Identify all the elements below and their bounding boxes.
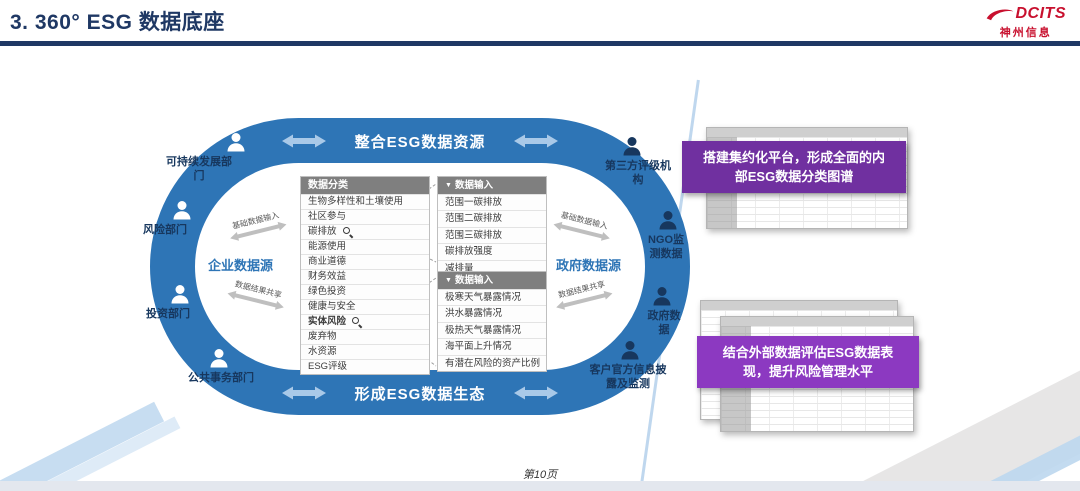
callout-internal-platform: 搭建集约化平台，形成全面的内部ESG数据分类图谱 bbox=[682, 141, 906, 193]
ring-bottom-label: 形成ESG数据生态 bbox=[354, 386, 486, 403]
callout-external-data: 结合外部数据评估ESG数据表现，提升风险管理水平 bbox=[697, 336, 919, 388]
triangle-marker-icon: ▼ bbox=[445, 277, 452, 284]
flow-result-sharing-right: 数据结果共享 bbox=[546, 276, 619, 314]
stakeholder-label-risk-dept: 风险部门 bbox=[143, 224, 187, 236]
gray-double-arrow-icon bbox=[230, 221, 287, 241]
classification-table: 数据分类 生物多样性和土壤使用 社区参与 碳排放 能源使用 商业道德 财务效益 … bbox=[300, 176, 430, 375]
gray-double-arrow-icon bbox=[227, 290, 284, 310]
flow-basic-data-input-right: 基础数据输入 bbox=[546, 207, 619, 245]
classification-row: 废弃物 bbox=[301, 329, 429, 344]
person-icon bbox=[621, 341, 639, 360]
person-icon bbox=[171, 285, 189, 304]
bottom-strip bbox=[0, 481, 1080, 491]
stakeholder-label-rating-agency: 第三方评级机构 bbox=[605, 160, 671, 186]
person-icon bbox=[227, 133, 245, 152]
double-arrow-icon bbox=[282, 134, 326, 148]
ring-top-caption: 整合ESG数据资源 bbox=[150, 131, 690, 151]
classification-row: 财务效益 bbox=[301, 269, 429, 284]
person-icon bbox=[173, 201, 191, 220]
classification-row: 能源使用 bbox=[301, 239, 429, 254]
government-data-source-label: 政府数据源 bbox=[556, 258, 622, 273]
enterprise-data-source-label: 企业数据源 bbox=[208, 258, 274, 273]
stakeholder-label-investment-dept: 投资部门 bbox=[146, 308, 190, 320]
logo-swoosh-icon bbox=[986, 8, 1013, 20]
stakeholder-label-sustainability-dept: 可持续发展部门 bbox=[166, 156, 232, 182]
data-input-row: 范围一碳排放 bbox=[438, 194, 546, 211]
triangle-marker-icon: ▼ bbox=[445, 182, 452, 189]
data-input-row: 碳排放强度 bbox=[438, 243, 546, 260]
logo-brand-text: DCITS bbox=[1015, 5, 1066, 22]
gray-double-arrow-icon bbox=[553, 221, 610, 241]
ring-bottom-caption: 形成ESG数据生态 bbox=[150, 383, 690, 403]
data-input-row: 有潜在风险的资产比例 bbox=[438, 354, 546, 371]
flow-basic-data-input-left: 基础数据输入 bbox=[220, 207, 293, 245]
person-icon bbox=[623, 137, 641, 156]
flow-result-sharing-left: 数据结果共享 bbox=[220, 276, 293, 314]
classification-row: 商业道德 bbox=[301, 254, 429, 269]
classification-row: ESG评级 bbox=[301, 359, 429, 374]
data-input-row: 海平面上升情况 bbox=[438, 338, 546, 355]
classification-row: 实体风险 bbox=[301, 314, 429, 329]
data-input-row: 范围二碳排放 bbox=[438, 210, 546, 227]
person-icon bbox=[210, 349, 228, 368]
stakeholder-label-customer-disclosure: 客户官方信息披露及监测 bbox=[589, 364, 667, 390]
stakeholder-label-government-data: 政府数据 bbox=[647, 310, 681, 336]
double-arrow-icon bbox=[514, 386, 558, 400]
classification-row: 生物多样性和土壤使用 bbox=[301, 194, 429, 209]
data-input-table-2: ▼数据输入 极寒天气暴露情况 洪水暴露情况 极热天气暴露情况 海平面上升情况 有… bbox=[437, 271, 547, 372]
gray-double-arrow-icon bbox=[556, 290, 613, 310]
classification-row: 水资源 bbox=[301, 344, 429, 359]
data-input-row: 范围三碳排放 bbox=[438, 226, 546, 244]
data-input-row: 洪水暴露情况 bbox=[438, 305, 546, 322]
classification-table-header: 数据分类 bbox=[301, 177, 429, 194]
data-input-row: 极热天气暴露情况 bbox=[438, 321, 546, 339]
person-icon bbox=[653, 287, 671, 306]
magnifier-icon bbox=[352, 316, 363, 328]
person-icon bbox=[659, 211, 677, 230]
esg-data-cycle-diagram: 整合ESG数据资源 形成ESG数据生态 bbox=[150, 118, 690, 415]
stakeholder-label-public-affairs-dept: 公共事务部门 bbox=[188, 372, 254, 384]
logo-subtitle-text: 神州信息 bbox=[999, 27, 1052, 39]
stakeholder-label-ngo-data: NGO监测数据 bbox=[647, 234, 685, 260]
data-input-row: 极寒天气暴露情况 bbox=[438, 289, 546, 306]
classification-row: 碳排放 bbox=[301, 224, 429, 239]
data-input-table-2-header: ▼数据输入 bbox=[438, 272, 546, 289]
title-divider bbox=[0, 41, 1080, 46]
data-input-table-1: ▼数据输入 范围一碳排放 范围二碳排放 范围三碳排放 碳排放强度 减排量 bbox=[437, 176, 547, 277]
classification-row: 社区参与 bbox=[301, 209, 429, 224]
double-arrow-icon bbox=[282, 386, 326, 400]
classification-row: 健康与安全 bbox=[301, 299, 429, 314]
slide-title: 3. 360° ESG 数据底座 bbox=[10, 11, 225, 34]
page-number: 第10页 bbox=[522, 469, 558, 481]
ring-top-label: 整合ESG数据资源 bbox=[354, 134, 486, 151]
data-input-table-1-header: ▼数据输入 bbox=[438, 177, 546, 194]
double-arrow-icon bbox=[514, 134, 558, 148]
dcits-logo: DCITS 神州信息 bbox=[986, 5, 1067, 40]
magnifier-icon bbox=[342, 226, 354, 238]
classification-row: 绿色投资 bbox=[301, 284, 429, 299]
